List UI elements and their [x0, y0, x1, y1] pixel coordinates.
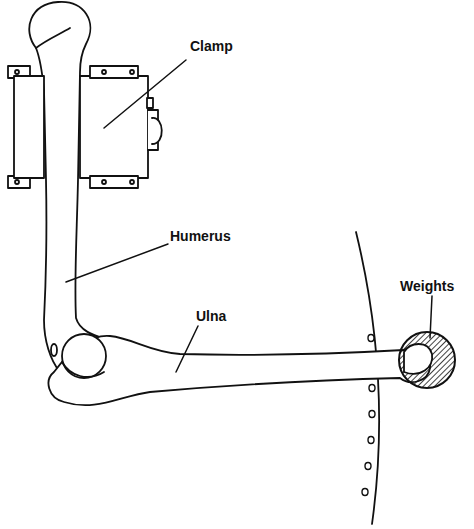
epicondyle-mark	[51, 344, 57, 356]
elbow-joint	[62, 334, 106, 378]
weights-disc	[399, 332, 455, 388]
part-label: Clamp	[190, 38, 233, 54]
ulna-bone	[49, 336, 431, 405]
clamp-device	[8, 66, 162, 188]
part-label: Ulna	[196, 308, 226, 324]
part-label: Humerus	[170, 228, 231, 244]
part-label: Weights	[400, 278, 454, 294]
humerus-neck	[36, 28, 70, 48]
leader-lines	[66, 60, 432, 372]
ulna-head	[404, 344, 432, 374]
elbow-contour	[62, 362, 104, 377]
